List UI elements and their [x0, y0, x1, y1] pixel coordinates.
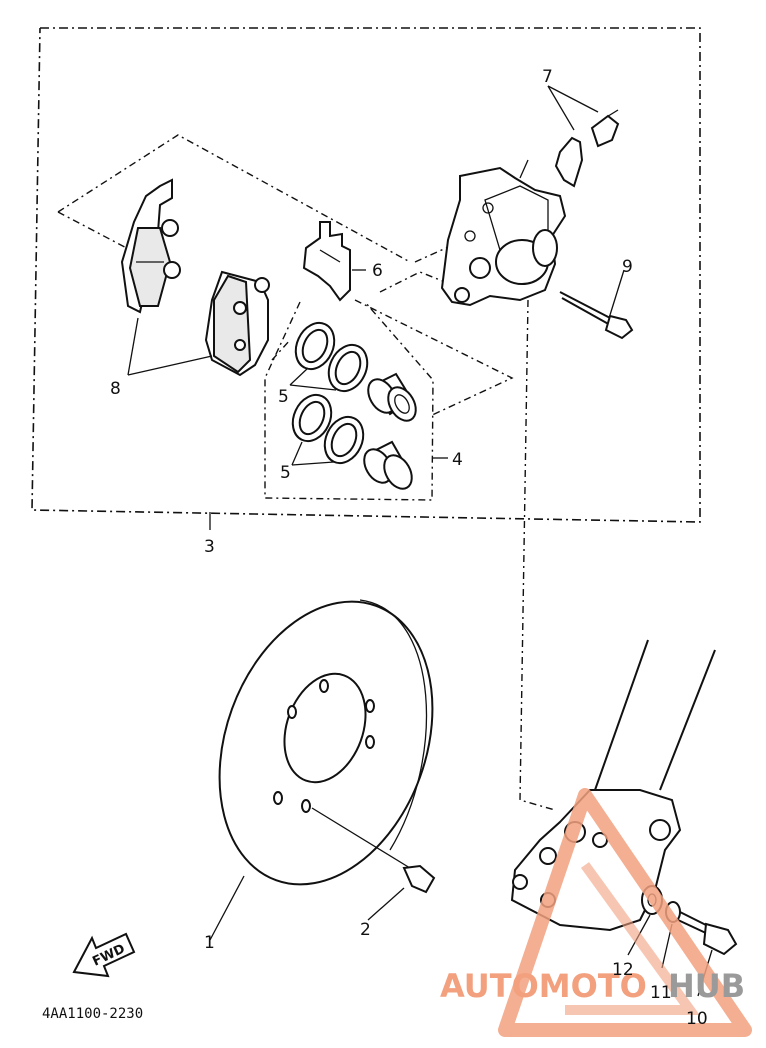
callout-11: 11 [650, 983, 672, 1003]
drawing-code: 4AA1100-2230 [42, 1006, 143, 1022]
callout-8-leaders [127, 317, 213, 376]
axle-bolt [677, 911, 738, 997]
callout-4: 4 [452, 450, 463, 470]
piston-kit-box [264, 301, 434, 501]
watermark-text-red: AUTOMOTO [440, 967, 647, 1005]
caliper-assembly-box [31, 27, 701, 530]
callout-9: 9 [622, 257, 633, 277]
pistons [363, 372, 448, 490]
callout-7: 7 [542, 67, 553, 87]
callout-1: 1 [204, 933, 215, 953]
fwd-arrow-icon: FWD [72, 932, 136, 978]
caliper-bolt [559, 269, 634, 340]
brake-disc [209, 599, 434, 941]
brake-pad-right [204, 270, 270, 377]
callout-3: 3 [204, 537, 215, 557]
callout-5-upper: 5 [278, 387, 289, 407]
watermark-logo: AUTOMOTO HUB [440, 788, 752, 1037]
callout-10: 10 [686, 1009, 708, 1029]
fork-leg [510, 639, 716, 932]
watermark-text-grey: HUB [668, 967, 745, 1005]
bleed-screw [547, 85, 620, 188]
callout-2: 2 [360, 920, 371, 940]
brake-pad-left [120, 178, 181, 314]
callout-12: 12 [612, 960, 634, 980]
piston-seals [289, 321, 369, 466]
pad-spring [302, 221, 366, 302]
caliper-body [440, 159, 567, 307]
callout-5-lower: 5 [280, 463, 291, 483]
disc-bolt [311, 807, 436, 921]
callout-6: 6 [372, 261, 383, 281]
callout-8: 8 [110, 379, 121, 399]
